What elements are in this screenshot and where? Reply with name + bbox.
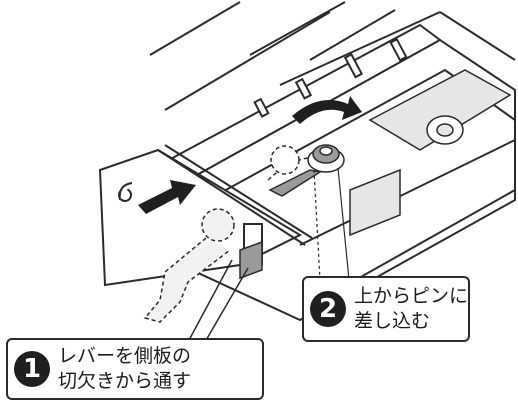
callout-step-1: 1 レバーを側板の 切欠きから通す (6, 338, 264, 400)
rotate-arrow-icon (292, 96, 362, 124)
step-1-text: レバーを側板の 切欠きから通す (58, 344, 191, 394)
leader-lines (187, 259, 249, 343)
step-2-line1: 上からピンに (354, 285, 469, 307)
insert-arrow-icon (138, 180, 196, 214)
step-1-line1: レバーを側板の (58, 345, 192, 367)
step-2-badge: 2 (310, 291, 346, 327)
step-1-line2: 切欠きから通す (58, 370, 192, 392)
pin (267, 144, 351, 291)
mechanism (349, 69, 512, 237)
slotted-rail (148, 23, 442, 192)
step-2-line2: 差し込む (354, 310, 431, 332)
step-2-text: 上からピンに 差し込む (354, 284, 468, 334)
step-1-badge: 1 (14, 351, 50, 387)
callout-step-2: 2 上からピンに 差し込む (302, 276, 470, 342)
lever-dashed (143, 208, 235, 323)
upper-panel (149, 1, 516, 111)
lever-solid (239, 240, 263, 280)
